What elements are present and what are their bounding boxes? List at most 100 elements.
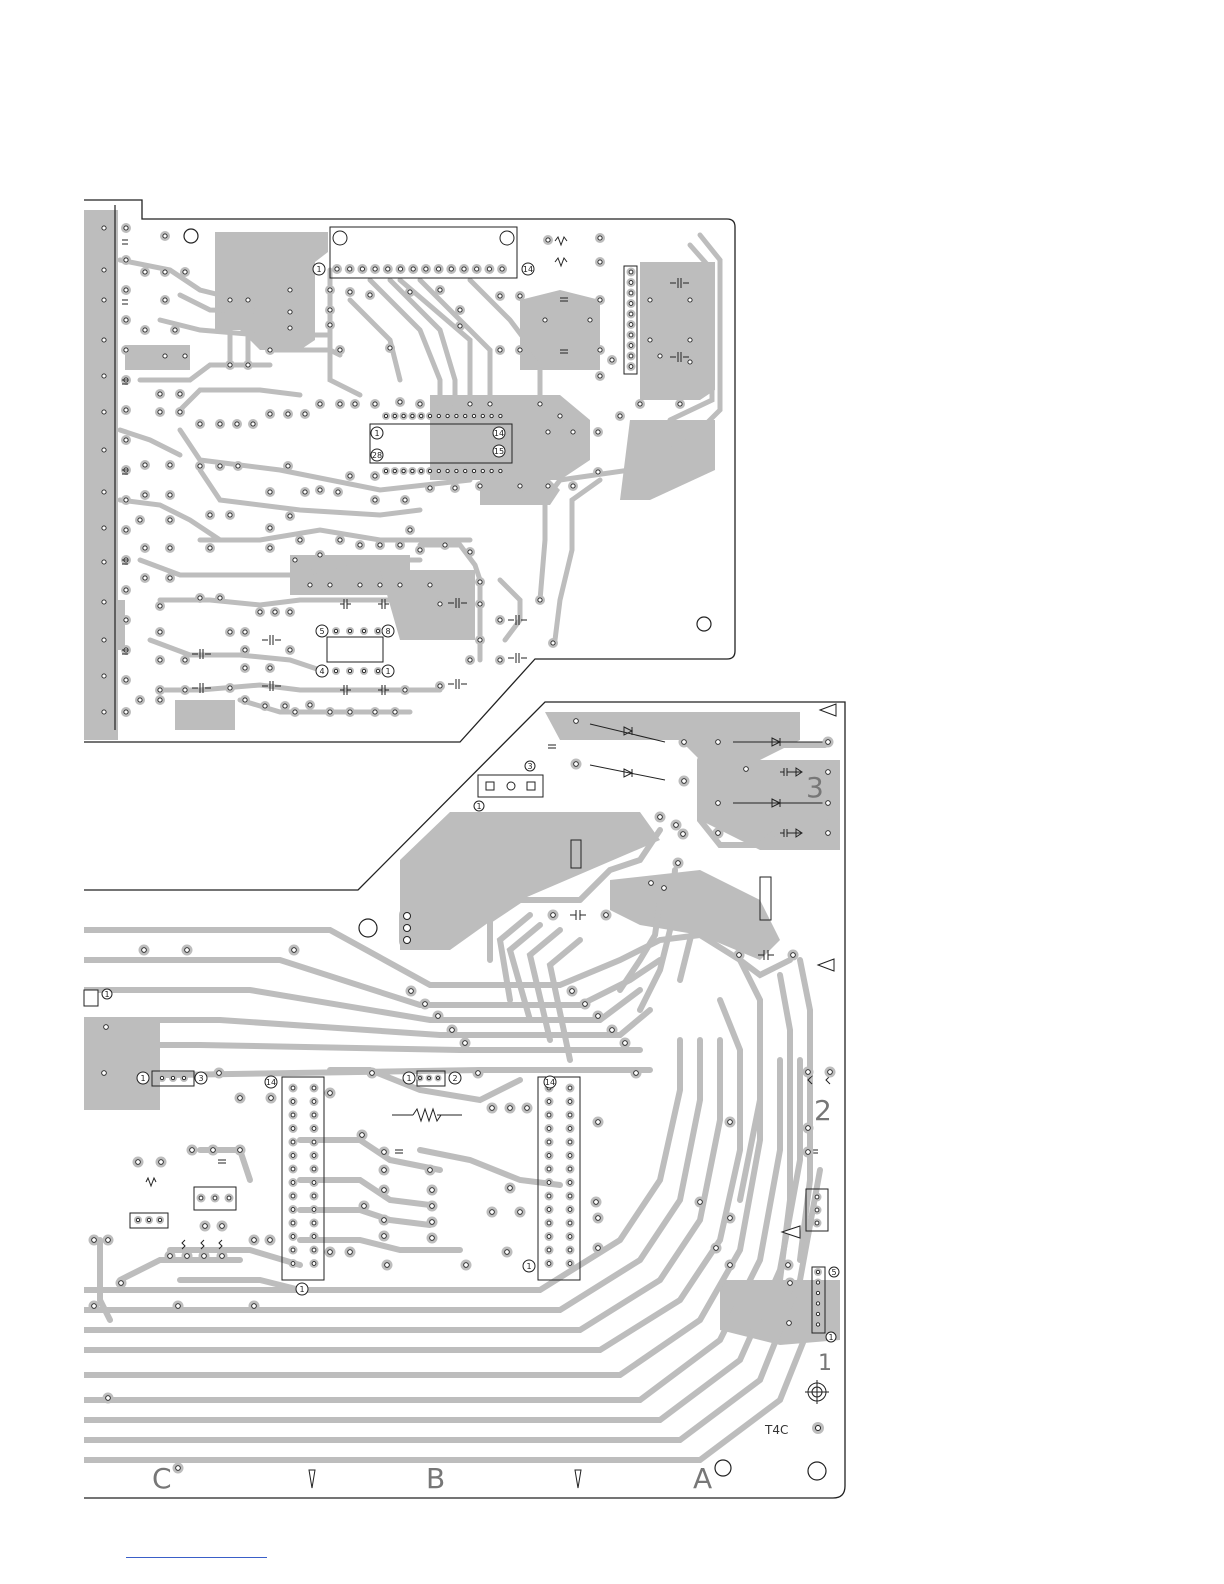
pad-hole <box>376 629 379 632</box>
pad-hole <box>658 354 662 358</box>
pad-hole <box>568 1262 572 1266</box>
pad-hole <box>518 484 522 488</box>
section-label-3: 3 <box>806 771 824 804</box>
pad-hole <box>198 464 202 468</box>
pad-hole <box>124 618 128 622</box>
pad-hole <box>385 1263 390 1268</box>
pad-hole <box>547 1221 551 1225</box>
pad-hole <box>468 658 472 662</box>
pad-hole <box>143 463 147 467</box>
pad-hole <box>358 543 362 547</box>
pad-hole <box>291 1140 295 1144</box>
pad-hole <box>547 1208 551 1212</box>
pad-hole <box>518 1210 523 1215</box>
pad-hole <box>291 1181 295 1185</box>
pad-hole <box>238 1148 243 1153</box>
pad-hole <box>288 610 292 614</box>
pad-hole <box>334 629 337 632</box>
pad-hole <box>547 1181 551 1185</box>
pad-hole <box>190 1148 195 1153</box>
pad-hole <box>428 486 432 490</box>
pad-hole <box>588 318 592 322</box>
pad-hole <box>393 710 397 714</box>
pad-hole <box>288 310 292 314</box>
pad-hole <box>737 953 742 958</box>
pad-hole <box>334 669 337 672</box>
pad-hole <box>312 1100 316 1104</box>
pad-hole <box>143 576 147 580</box>
pad-hole <box>268 546 272 550</box>
pad-hole <box>438 288 442 292</box>
pad-hole <box>453 486 457 490</box>
pad-hole <box>293 710 297 714</box>
pad-hole <box>268 526 272 530</box>
pad-hole <box>124 588 128 592</box>
pad-hole <box>463 1041 468 1046</box>
header-pads <box>627 268 636 372</box>
pad-hole <box>744 767 749 772</box>
pad-hole <box>258 610 262 614</box>
pad-hole <box>303 490 307 494</box>
pad-hole <box>428 469 431 472</box>
pad-hole <box>547 1262 551 1266</box>
pad-hole <box>360 267 364 271</box>
pad-hole <box>158 688 162 692</box>
pad-hole <box>498 618 502 622</box>
pad-hole <box>124 258 128 262</box>
pad-hole <box>382 1168 387 1173</box>
pad-hole <box>268 412 272 416</box>
pad-hole <box>106 1396 111 1401</box>
pad-hole <box>610 358 614 362</box>
pad-hole <box>268 1238 273 1243</box>
pad-hole <box>430 1236 435 1241</box>
pad-hole <box>142 948 147 953</box>
pad-hole <box>596 430 600 434</box>
pad-hole <box>676 861 681 866</box>
pad-hole <box>384 414 387 417</box>
pad-hole <box>629 354 633 358</box>
pad-hole <box>292 948 297 953</box>
pad-hole <box>291 1100 295 1104</box>
pad-hole <box>629 270 633 274</box>
mounting-hole <box>697 617 711 631</box>
pad-hole <box>478 602 482 606</box>
pad-hole <box>688 338 692 342</box>
pad-hole <box>571 484 575 488</box>
pad-hole <box>816 1323 819 1326</box>
pad-hole <box>438 684 442 688</box>
pad-hole <box>318 553 322 557</box>
pad-hole <box>102 490 106 494</box>
pad-hole <box>328 308 332 312</box>
pad-hole <box>312 1235 316 1239</box>
pad-hole <box>518 294 522 298</box>
pad-hole <box>428 583 432 587</box>
pad-hole <box>373 474 377 478</box>
pad-hole <box>217 1071 222 1076</box>
pad-hole <box>158 392 162 396</box>
pad-hole <box>498 658 502 662</box>
pin-label: 3 <box>527 762 532 771</box>
pad-hole <box>488 402 492 406</box>
pad-hole <box>312 1127 316 1131</box>
pad-hole <box>124 710 128 714</box>
pin-label: 1 <box>299 1285 304 1294</box>
pad-hole <box>472 414 475 417</box>
upper-board: 1 14 1 14 28 15 5 8 4 1 <box>84 200 735 742</box>
pad-hole <box>547 1127 551 1131</box>
pad-hole <box>312 1154 316 1158</box>
pad-hole <box>348 1250 353 1255</box>
pad-hole <box>558 414 562 418</box>
pad-hole <box>546 238 550 242</box>
pad-hole <box>629 333 633 337</box>
pad-hole <box>158 658 162 662</box>
pad-hole <box>312 1167 316 1171</box>
pad-hole <box>288 288 292 292</box>
pad-hole <box>547 1154 551 1158</box>
pad-hole <box>571 430 575 434</box>
pad-hole <box>124 408 128 412</box>
pad-hole <box>348 710 352 714</box>
pad-hole <box>183 688 187 692</box>
pad-hole <box>574 762 579 767</box>
pad-hole <box>102 410 106 414</box>
pin-label: 1 <box>526 1262 531 1271</box>
